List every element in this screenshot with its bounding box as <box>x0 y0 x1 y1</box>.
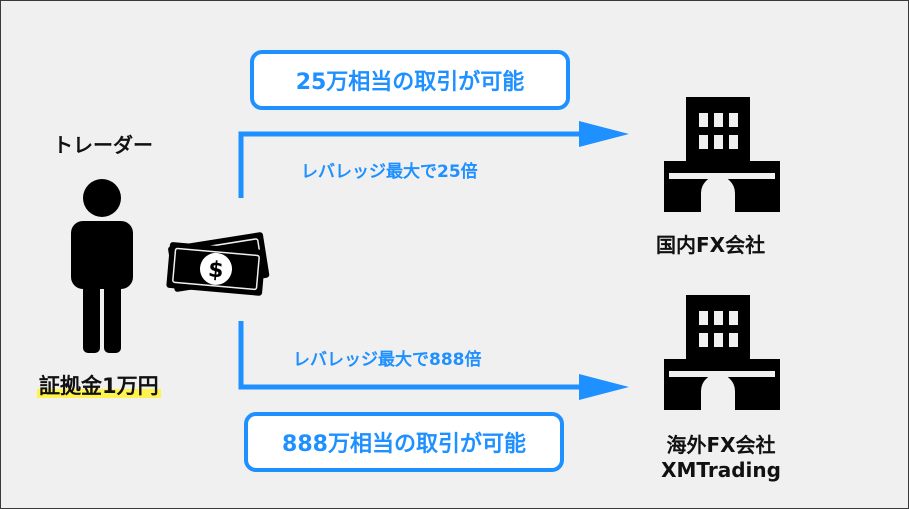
svg-text:$: $ <box>207 257 224 283</box>
margin-label: 証拠金1万円 <box>37 370 161 400</box>
trader-title: トレーダー <box>53 133 153 157</box>
margin-label-text: 証拠金1万円 <box>37 374 161 398</box>
domestic-capacity-box: 25万相当の取引が可能 <box>250 50 570 110</box>
banknote-dollar-icon: $ <box>166 232 270 296</box>
overseas-company-label: 海外FX会社 XMTrading <box>652 429 790 482</box>
overseas-capacity-box: 888万相当の取引が可能 <box>244 412 564 472</box>
person-icon <box>71 179 133 353</box>
arrow-to-domestic <box>238 121 629 198</box>
office-building-icon <box>664 97 780 212</box>
office-building-icon <box>664 295 780 410</box>
overseas-company-name: 海外FX会社 <box>666 433 776 457</box>
domestic-company-label: 国内FX会社 <box>656 233 766 257</box>
domestic-leverage-label: レバレッジ最大で25倍 <box>301 162 478 182</box>
arrow-to-overseas <box>238 321 629 400</box>
overseas-broker-name: XMTrading <box>661 458 781 482</box>
overseas-leverage-label: レバレッジ最大で888倍 <box>293 350 482 370</box>
